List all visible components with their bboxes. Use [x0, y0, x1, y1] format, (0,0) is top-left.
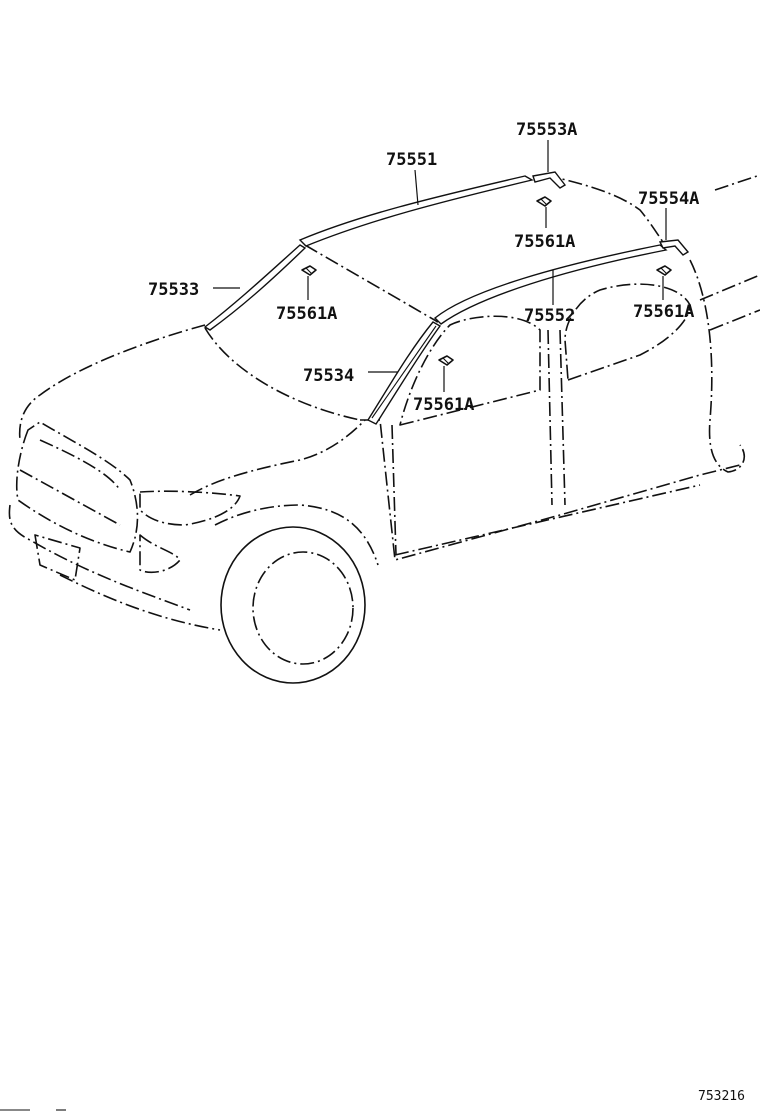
roof-molding-75552: [433, 244, 668, 325]
part-label-75561A-rear: 75561A: [633, 302, 694, 322]
part-label-75553A: 75553A: [516, 120, 577, 140]
part-label-75552: 75552: [524, 306, 575, 326]
part-label-75533: 75533: [148, 280, 199, 300]
roof-molding-75551: [298, 175, 534, 247]
leader-lines: [213, 140, 667, 392]
clip-icon: [656, 265, 672, 276]
end-cap-75553A: [532, 171, 567, 189]
part-label-75551: 75551: [386, 150, 437, 170]
end-cap-75554A: [658, 239, 690, 256]
part-label-75554A: 75554A: [638, 189, 699, 209]
part-label-75561A-pillar: 75561A: [413, 395, 474, 415]
part-label-75534: 75534: [303, 366, 354, 386]
windshield-molding-75533: [203, 244, 307, 331]
part-label-75561A-roof: 75561A: [514, 232, 575, 252]
part-labels: 75553A 75551 75554A 75561A 75533 75561A …: [148, 120, 699, 415]
reference-code: 753216: [698, 1089, 745, 1104]
clip-icon: [536, 196, 552, 207]
part-label-75561A-front: 75561A: [276, 304, 337, 324]
clip-icon: [301, 265, 317, 276]
clip-icon: [438, 355, 454, 366]
molding-strips: [203, 171, 690, 425]
